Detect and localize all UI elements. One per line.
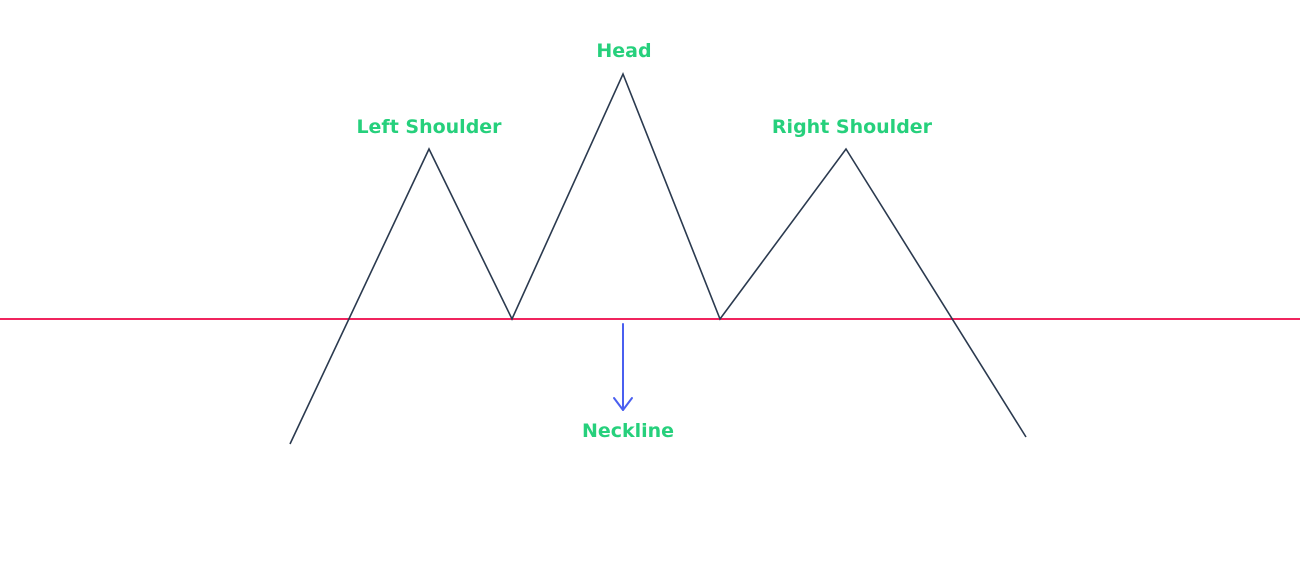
right-shoulder-label: Right Shoulder	[772, 116, 933, 138]
neckline-label: Neckline	[582, 420, 674, 442]
price-path	[289, 71, 1027, 445]
down-arrow-icon	[613, 323, 633, 411]
head-label: Head	[596, 40, 651, 62]
arrow-head	[613, 397, 633, 411]
left-shoulder-label: Left Shoulder	[356, 116, 502, 138]
